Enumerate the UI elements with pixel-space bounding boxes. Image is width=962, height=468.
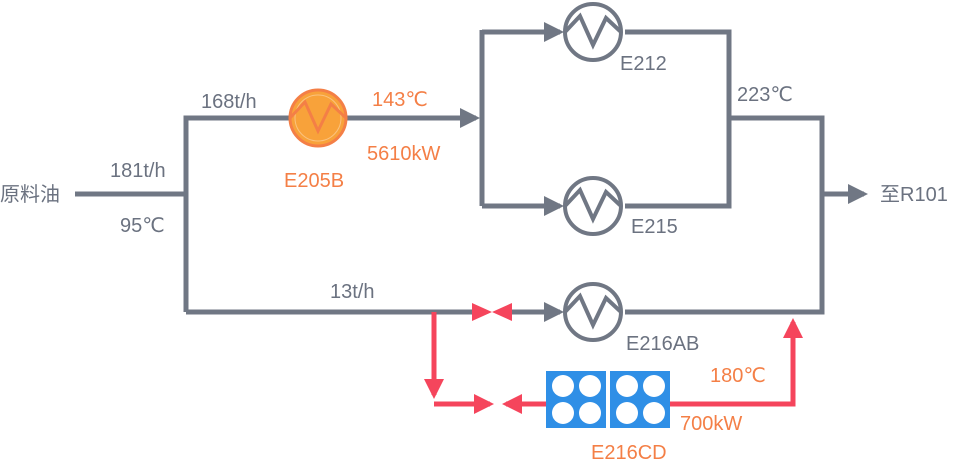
heat-exchanger-icon-e205b[interactable] [288,88,348,148]
e212-label: E212 [620,53,667,75]
hot-stream-riser [668,318,803,407]
e216cd-temp-label: 180℃ [710,365,766,387]
e216cd-label: E216CD [591,442,667,464]
e205b-label: E205B [284,170,344,192]
e205b-duty-label: 5610kW [367,143,440,165]
e205b-temp-label: 143℃ [372,89,428,111]
lower-flow-label: 13t/h [330,281,374,303]
merge-line [625,115,825,315]
merge-temp-label: 223℃ [737,84,793,106]
e216cd-duty-label: 700kW [680,413,742,435]
valve-icon[interactable] [472,303,512,321]
feed-flow-label: 181t/h [110,160,166,182]
feed-temp-label: 95℃ [120,215,165,237]
upper-flow-label: 168t/h [201,91,257,113]
heat-exchanger-icon-e216ab[interactable] [563,282,623,342]
split-header [183,115,290,312]
e215-label: E215 [631,216,678,238]
heat-exchanger-icon-e212[interactable] [563,2,623,62]
feed-label: 原料油 [0,183,60,206]
air-cooler-icon-e216cd[interactable] [546,371,670,428]
heat-exchanger-icon-e215[interactable] [563,176,623,236]
outlet-label: 至R101 [880,184,948,206]
e216ab-label: E216AB [626,333,699,355]
